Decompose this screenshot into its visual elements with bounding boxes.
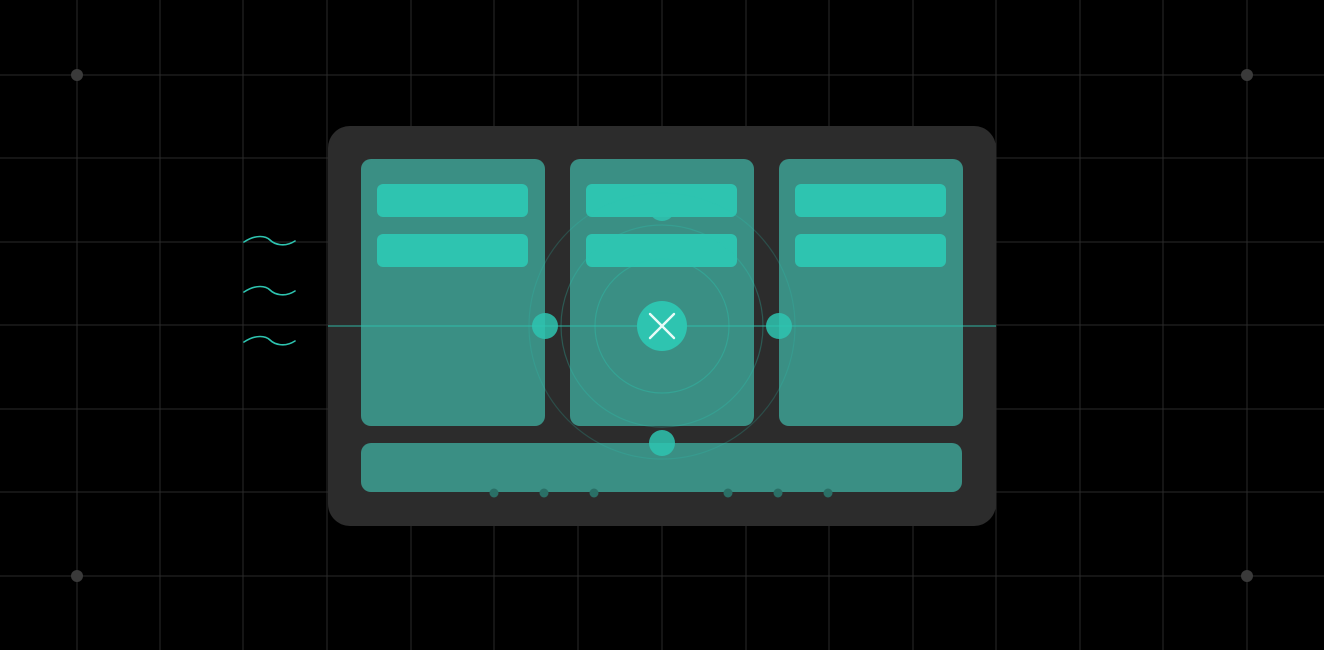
footer-dot — [489, 488, 499, 498]
grid-dot — [71, 570, 83, 582]
footer-dot — [589, 488, 599, 498]
target-ring — [560, 224, 764, 428]
resize-handles[interactable] — [532, 195, 792, 456]
column-bar — [377, 234, 528, 267]
grid-dot — [1241, 69, 1253, 81]
target-rings — [528, 192, 796, 460]
footer-dot — [723, 488, 733, 498]
footer-panel — [361, 443, 962, 492]
wave-icon-group — [243, 235, 296, 346]
wave-icon — [243, 235, 296, 246]
wave-icon — [243, 285, 296, 296]
close-icon — [648, 312, 676, 340]
wave-icon — [243, 335, 296, 346]
column-bar — [586, 234, 737, 267]
column-bar — [377, 184, 528, 217]
column-bar — [795, 184, 946, 217]
handle-bottom[interactable] — [649, 430, 675, 456]
footer-dot — [823, 488, 833, 498]
grid-corner-dots — [71, 69, 1253, 582]
target-ring — [594, 258, 730, 394]
handle-top[interactable] — [649, 195, 675, 221]
footer-dot — [773, 488, 783, 498]
grid-dot — [71, 69, 83, 81]
footer-dots — [489, 488, 833, 498]
close-icon-stroke — [648, 312, 676, 340]
grid-dot — [1241, 570, 1253, 582]
column-panel — [361, 159, 545, 426]
target-ring — [528, 192, 796, 460]
footer-dot — [539, 488, 549, 498]
column-panel — [570, 159, 754, 426]
column-group — [361, 159, 963, 426]
handle-left[interactable] — [532, 313, 558, 339]
handle-right[interactable] — [766, 313, 792, 339]
column-bar — [795, 234, 946, 267]
close-button[interactable] — [637, 301, 687, 351]
column-panel — [779, 159, 963, 426]
